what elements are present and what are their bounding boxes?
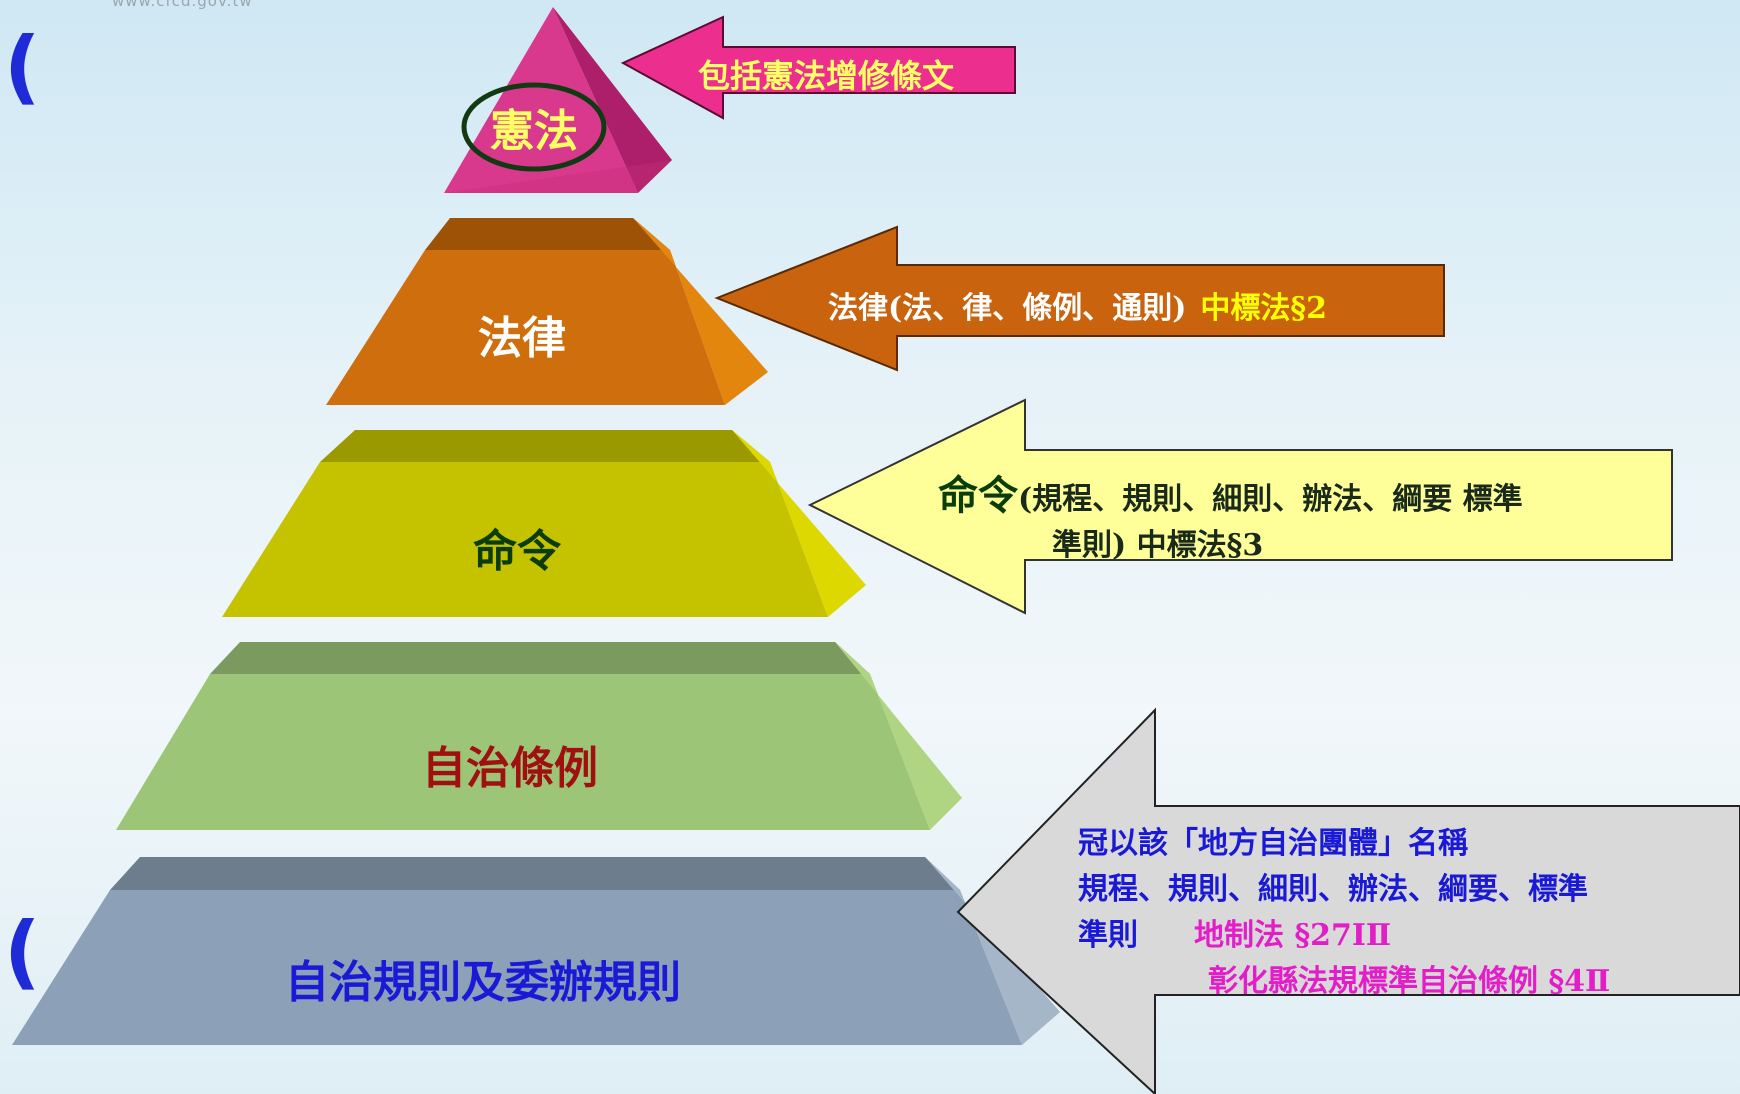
- level-constitution: [444, 7, 672, 193]
- level-selfgov-rules: [12, 857, 1060, 1045]
- arrow-order-title: 命令: [938, 472, 1018, 519]
- level-label-constitution: 憲法: [490, 106, 578, 157]
- arrow-selfgov-line3-a: 準則: [1078, 918, 1138, 953]
- arrow-selfgov-line3: 準則 地制法 §27ⅠⅡ: [1078, 910, 1391, 954]
- bracket-top: (: [4, 20, 41, 113]
- level-label-order: 命令: [473, 526, 561, 577]
- level-selfgov-ordinance: [116, 642, 962, 830]
- level-label-selfgov-rules: 自治規則及委辦規則: [285, 957, 681, 1008]
- arrow-law: [714, 225, 1445, 372]
- constitution-highlight-circle: [461, 82, 607, 172]
- arrow-constitution-text: 包括憲法增修條文: [698, 57, 955, 95]
- arrow-selfgov-line4: 彰化縣法規標準自治條例 §4Ⅱ: [1208, 964, 1611, 999]
- level-law: [326, 218, 768, 405]
- arrow-order-line1: 命令(規程、規則、細則、辦法、綱要 標準: [938, 463, 1523, 521]
- watermark: www.cfcd.gov.tw: [112, 0, 253, 10]
- arrow-order: [807, 398, 1673, 615]
- arrow-order-text: (規程、規則、細則、辦法、綱要 標準: [1018, 482, 1523, 517]
- arrow-law-text: 法律(法、律、條例、通則) 中標法§2: [828, 283, 1327, 327]
- level-label-selfgov-ordinance: 自治條例: [422, 743, 598, 794]
- arrow-selfgov-line3-b: 地制法 §27ⅠⅡ: [1194, 918, 1392, 953]
- arrow-law-text-main: 法律(法、律、條例、通則): [828, 291, 1187, 326]
- level-label-law: 法律: [478, 313, 566, 364]
- bracket-bottom: (: [4, 905, 41, 998]
- arrow-constitution: [620, 15, 1016, 120]
- level-order: [222, 430, 866, 617]
- arrow-selfgov: [956, 707, 1740, 1094]
- arrow-selfgov-line1: 冠以該「地方自治團體」名稱: [1078, 826, 1468, 861]
- arrow-selfgov-line2: 規程、規則、細則、辦法、綱要、標準: [1078, 872, 1588, 907]
- arrow-law-text-ref: 中標法§2: [1200, 291, 1327, 326]
- arrow-order-line2: 準則) 中標法§3: [1052, 528, 1264, 563]
